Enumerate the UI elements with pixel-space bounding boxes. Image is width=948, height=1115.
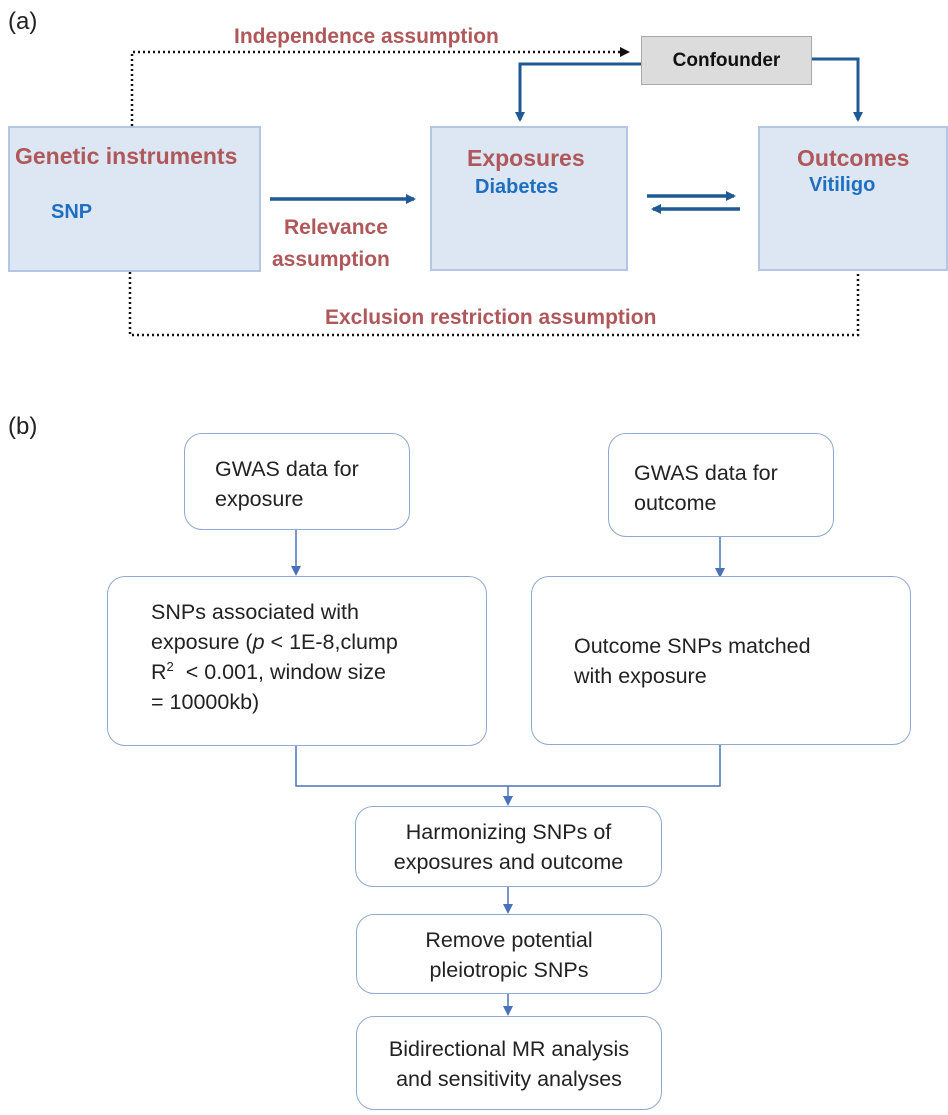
genetic-instruments-box	[8, 126, 261, 272]
bidirectional-mr-box: Bidirectional MR analysis and sensitivit…	[356, 1016, 662, 1110]
exclusion-restriction-label: Exclusion restriction assumption	[325, 306, 657, 329]
outcomes-box	[758, 126, 948, 271]
exposures-box	[430, 126, 628, 271]
gwas-outcome-line2: outcome	[634, 491, 717, 515]
genetic-instruments-title: Genetic instruments	[15, 143, 238, 169]
confounder-to-outcomes-arrow	[812, 57, 863, 122]
remove-pleiotropic-box: Remove potential pleiotropic SNPs	[356, 914, 662, 994]
remove-line1: Remove potential	[425, 928, 593, 952]
snps-assoc-line1: SNPs associated with	[151, 600, 359, 624]
connector-merge	[295, 745, 721, 787]
outcome-matched-line1: Outcome SNPs matched	[574, 634, 811, 658]
diabetes-label: Diabetes	[475, 176, 559, 198]
harmonizing-line1: Harmonizing SNPs of	[405, 820, 612, 844]
r-symbol: R	[151, 660, 167, 684]
confounder-to-exposures-arrow	[515, 62, 641, 122]
exposures-title: Exposures	[467, 145, 585, 171]
harmonizing-box: Harmonizing SNPs of exposures and outcom…	[355, 806, 662, 887]
p-symbol: p	[252, 630, 265, 654]
exclusion-restriction-line	[128, 272, 860, 337]
vitiligo-label: Vitiligo	[809, 174, 876, 196]
outcomes-title: Outcomes	[797, 145, 910, 171]
snps-assoc-line4: = 10000kb)	[151, 690, 260, 714]
panel-a-label: (a)	[8, 8, 38, 35]
snps-associated-box: SNPs associated with exposure (p < 1E-8,…	[107, 576, 487, 746]
snps-assoc-line3-b: < 0.001, window size	[173, 660, 386, 684]
relevance-label-line1: Relevance	[284, 216, 388, 239]
snps-assoc-line3: R2 < 0.001, window size	[151, 657, 398, 687]
confounder-box: Confounder	[641, 36, 812, 85]
gwas-exposure-line1: GWAS data for	[215, 457, 359, 481]
bidirectional-line2: and sensitivity analyses	[396, 1067, 622, 1091]
snps-assoc-line2: exposure (p < 1E-8,clump	[151, 627, 398, 657]
gwas-outcome-box: GWAS data for outcome	[608, 433, 834, 537]
gwas-exposure-line2: exposure	[215, 487, 304, 511]
panel-b-label: (b)	[8, 413, 38, 440]
harmonizing-line2: exposures and outcome	[393, 850, 624, 874]
gwas-exposure-box: GWAS data for exposure	[184, 433, 410, 530]
snps-assoc-line2-b: < 1E-8,clump	[264, 630, 398, 654]
bidirectional-line1: Bidirectional MR analysis	[388, 1037, 630, 1061]
gwas-outcome-line1: GWAS data for	[634, 461, 778, 485]
outcome-snps-matched-box: Outcome SNPs matched with exposure	[531, 576, 911, 745]
relevance-label-line2: assumption	[272, 248, 390, 271]
confounder-label: Confounder	[672, 49, 781, 71]
snps-assoc-line2-a: exposure (	[151, 630, 253, 654]
r-squared-sup: 2	[166, 658, 174, 674]
outcome-matched-line2: with exposure	[574, 664, 707, 688]
independence-assumption-label: Independence assumption	[234, 25, 499, 48]
remove-line2: pleiotropic SNPs	[429, 958, 589, 982]
snp-label: SNP	[51, 201, 93, 223]
